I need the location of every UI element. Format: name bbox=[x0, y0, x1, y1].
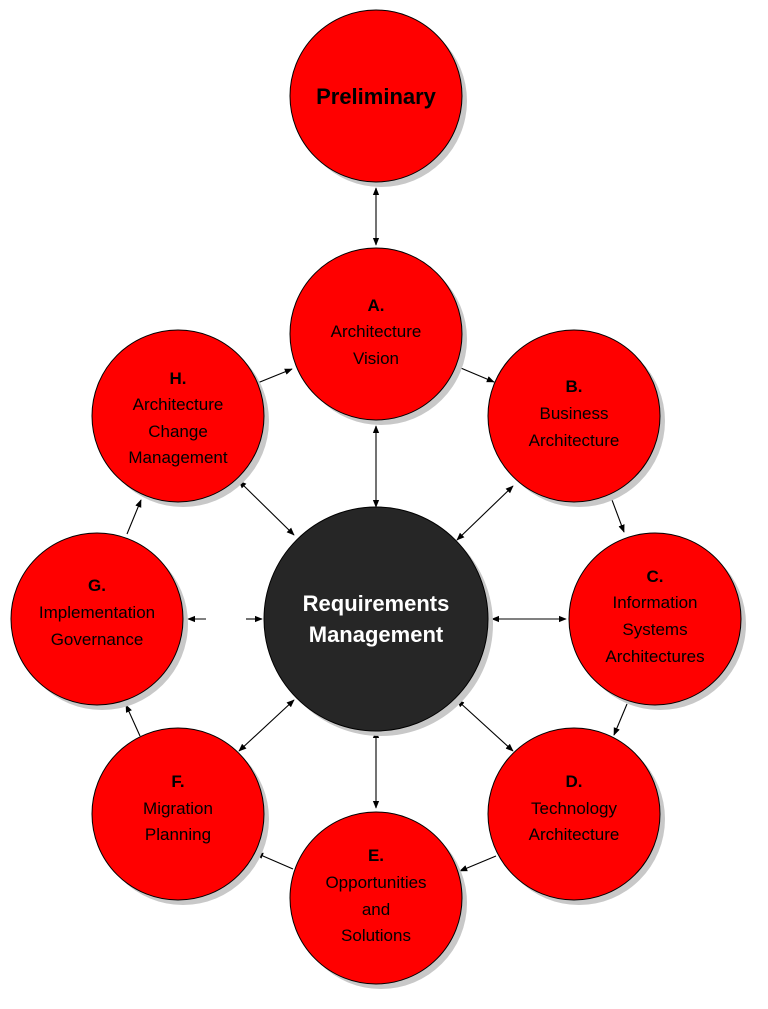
requirements-label-line-2: Management bbox=[309, 622, 444, 647]
phase-c-line-2: Systems bbox=[622, 620, 687, 639]
phase-b-line-2: Architecture bbox=[529, 431, 620, 450]
requirements-management-node[interactable]: Requirements Management bbox=[263, 506, 493, 736]
phase-b-node[interactable]: B. Business Architecture bbox=[487, 329, 665, 507]
phase-e-node[interactable]: E. Opportunities and Solutions bbox=[289, 811, 467, 989]
phase-h-line-1: Architecture bbox=[133, 395, 224, 414]
cycle-arrow-d-e bbox=[459, 855, 497, 872]
phase-h-circle bbox=[91, 329, 265, 503]
phase-a-circle bbox=[289, 247, 463, 421]
phase-g-letter: G. bbox=[88, 576, 106, 595]
phase-b-line-1: Business bbox=[540, 404, 609, 423]
phase-c-letter: C. bbox=[647, 567, 664, 586]
phase-h-line-2: Change bbox=[148, 422, 208, 441]
phase-h-node[interactable]: H. Architecture Change Management bbox=[91, 329, 269, 507]
cycle-arrow-b-c bbox=[611, 499, 625, 533]
phase-a-node[interactable]: A. Architecture Vision bbox=[289, 247, 467, 425]
phase-f-node[interactable]: F. Migration Planning bbox=[91, 727, 269, 905]
phase-f-letter: F. bbox=[171, 772, 184, 791]
phase-c-node[interactable]: C. Information Systems Architectures bbox=[568, 532, 746, 710]
connector-d-requirements bbox=[456, 699, 514, 752]
preliminary-label: Preliminary bbox=[316, 84, 437, 109]
phase-g-node[interactable]: G. Implementation Governance bbox=[10, 532, 188, 710]
connector-f-requirements bbox=[238, 699, 295, 752]
phase-g-line-1: Implementation bbox=[39, 603, 155, 622]
phase-d-node[interactable]: D. Technology Architecture bbox=[487, 727, 665, 905]
phase-b-letter: B. bbox=[566, 377, 583, 396]
phase-d-line-2: Architecture bbox=[529, 825, 620, 844]
phase-e-circle bbox=[289, 811, 463, 985]
phase-e-letter: E. bbox=[368, 846, 384, 865]
phase-g-line-2: Governance bbox=[51, 630, 144, 649]
cycle-arrow-f-g bbox=[125, 704, 141, 737]
phase-e-line-3: Solutions bbox=[341, 926, 411, 945]
cycle-arrow-a-b bbox=[455, 365, 495, 383]
phase-a-line-2: Vision bbox=[353, 349, 399, 368]
phase-d-letter: D. bbox=[566, 772, 583, 791]
cycle-arrow-c-d bbox=[613, 703, 628, 736]
phase-h-letter: H. bbox=[170, 369, 187, 388]
phase-d-circle bbox=[487, 727, 661, 901]
phase-f-circle bbox=[91, 727, 265, 901]
phase-e-line-1: Opportunities bbox=[325, 873, 426, 892]
phase-b-circle bbox=[487, 329, 661, 503]
cycle-arrow-e-f bbox=[255, 852, 294, 870]
requirements-label-line-1: Requirements bbox=[303, 591, 450, 616]
cycle-arrow-g-h bbox=[126, 499, 142, 535]
phase-c-line-3: Architectures bbox=[605, 647, 704, 666]
preliminary-circle bbox=[289, 9, 463, 183]
phase-c-line-1: Information bbox=[612, 593, 697, 612]
phase-d-line-1: Technology bbox=[531, 799, 618, 818]
connectors bbox=[125, 187, 628, 872]
phase-c-circle bbox=[568, 532, 742, 706]
connector-b-requirements bbox=[456, 485, 514, 541]
connector-h-requirements bbox=[238, 480, 295, 536]
phase-g-circle bbox=[10, 532, 184, 706]
phase-f-line-1: Migration bbox=[143, 799, 213, 818]
phase-e-line-2: and bbox=[362, 900, 390, 919]
phase-f-line-2: Planning bbox=[145, 825, 211, 844]
cycle-arrow-h-a bbox=[254, 368, 293, 385]
requirements-circle bbox=[263, 506, 489, 732]
preliminary-node[interactable]: Preliminary bbox=[289, 9, 467, 187]
phase-a-letter: A. bbox=[368, 296, 385, 315]
phase-h-line-3: Management bbox=[128, 448, 228, 467]
phase-a-line-1: Architecture bbox=[331, 322, 422, 341]
